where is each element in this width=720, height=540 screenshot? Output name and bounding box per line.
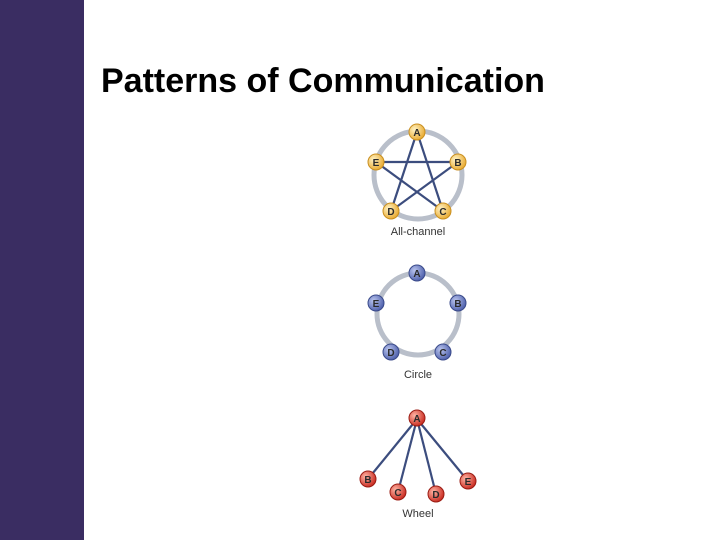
svg-text:C: C: [439, 348, 446, 359]
node-b: B: [359, 470, 377, 488]
communication-patterns-diagram: A B C D E All-channel: [340, 118, 490, 528]
wheel-spoke-b: [367, 418, 418, 480]
wheel-spoke-e: [416, 418, 469, 482]
node-b: B: [449, 153, 467, 171]
svg-text:A: A: [413, 414, 420, 425]
diagram-canvas: A B C D E All-channel: [359, 123, 477, 520]
node-e: E: [459, 472, 477, 490]
svg-text:E: E: [373, 158, 380, 169]
node-d: D: [382, 343, 400, 361]
node-e: E: [367, 294, 385, 312]
node-c: C: [389, 483, 407, 501]
svg-text:B: B: [364, 475, 371, 486]
wheel-caption: Wheel: [402, 508, 433, 520]
svg-text:D: D: [387, 348, 394, 359]
node-a: A: [408, 123, 426, 141]
svg-text:E: E: [373, 299, 380, 310]
slide-title: Patterns of Communication: [101, 62, 545, 100]
node-a: A: [408, 409, 426, 427]
svg-text:C: C: [394, 488, 401, 499]
svg-text:C: C: [439, 207, 446, 218]
svg-text:A: A: [413, 128, 420, 139]
circle-caption: Circle: [404, 369, 432, 381]
wheel-network: A B C D E Wheel: [359, 409, 477, 520]
svg-text:A: A: [413, 269, 420, 280]
svg-text:E: E: [465, 477, 472, 488]
all-channel-star: [372, 128, 462, 214]
all-channel-caption: All-channel: [391, 226, 445, 238]
all-channel-network: A B C D E All-channel: [367, 123, 467, 238]
node-d: D: [382, 202, 400, 220]
svg-text:B: B: [454, 158, 461, 169]
node-a: A: [408, 264, 426, 282]
svg-text:D: D: [432, 490, 439, 501]
svg-text:D: D: [387, 207, 394, 218]
wheel-spoke-c: [396, 418, 419, 493]
circle-network: A B C D E Circle: [367, 264, 467, 381]
node-e: E: [367, 153, 385, 171]
wheel-spoke-d: [415, 418, 438, 495]
svg-text:B: B: [454, 299, 461, 310]
node-d: D: [427, 485, 445, 503]
node-c: C: [434, 202, 452, 220]
node-b: B: [449, 294, 467, 312]
sidebar-band: [0, 0, 84, 540]
circle-ring: [374, 270, 462, 358]
node-c: C: [434, 343, 452, 361]
